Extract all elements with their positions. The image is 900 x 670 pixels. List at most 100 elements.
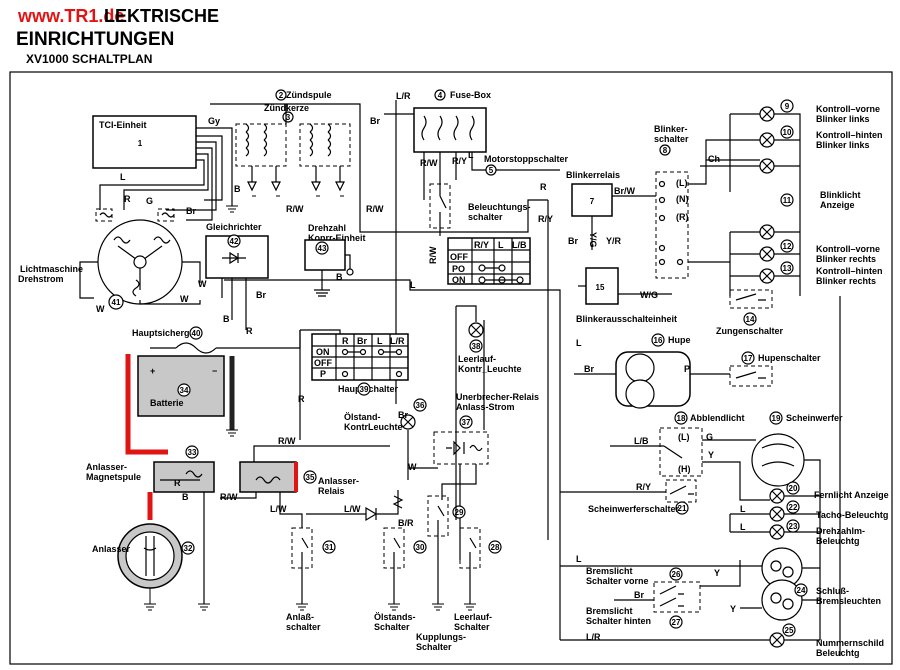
svg-text:L/R: L/R [396,91,411,101]
svg-text:Tacho-Beleuchtg: Tacho-Beleuchtg [816,510,888,520]
svg-text:R/W: R/W [278,436,296,446]
svg-text:R/W: R/W [366,204,384,214]
diagram-frame [9,71,893,665]
svg-text:R/Y: R/Y [452,156,467,166]
svg-text:22: 22 [789,503,798,512]
svg-text:Schluß-Bremsleuchten: Schluß-Bremsleuchten [816,586,881,606]
main-switch-table[interactable]: R Br L L/R ON OFF P Hauptschalter 39 R [298,329,409,440]
reed-switch: 14 Zungenschalter [716,289,784,336]
svg-text:25: 25 [785,626,794,635]
svg-text:Anlasser-Magnetspule: Anlasser-Magnetspule [86,462,141,482]
watermark: www.TR1.de [17,6,124,26]
svg-text:Br: Br [634,590,644,600]
svg-text:Hupe: Hupe [668,335,691,345]
svg-text:Y: Y [714,568,720,578]
turn-signal-switch[interactable]: Blinker-schalter 8 (L) (N) (R) [654,124,689,279]
svg-text:Br: Br [568,236,578,246]
svg-text:ON: ON [452,275,466,285]
svg-text:Anlasser: Anlasser [92,544,131,554]
svg-text:(L): (L) [678,432,690,442]
svg-text:R/W: R/W [428,246,438,264]
svg-text:42: 42 [230,237,239,246]
motor-stop-switch: 5 Motorstoppschalter Beleuchtungs-schalt… [428,154,569,264]
svg-text:33: 33 [188,448,197,457]
svg-text:L/R: L/R [390,336,405,346]
svg-text:41: 41 [112,298,121,307]
svg-text:L: L [498,240,504,250]
svg-text:20: 20 [789,484,798,493]
svg-text:W: W [408,462,417,472]
svg-text:R: R [298,394,305,404]
svg-text:TCI-Einheit: TCI-Einheit [99,120,147,130]
svg-text:40: 40 [192,329,201,338]
svg-text:19: 19 [772,414,781,423]
svg-text:L: L [740,504,746,514]
svg-text:L/W: L/W [270,504,287,514]
svg-text:Ölstand-KontrLeuchte: Ölstand-KontrLeuchte [344,412,403,432]
svg-text:Zungenschalter: Zungenschalter [716,326,784,336]
svg-text:9: 9 [785,102,790,111]
svg-text:(N): (N) [676,194,689,204]
svg-text:ON: ON [316,347,330,357]
svg-text:(R): (R) [676,212,689,222]
svg-text:Y/G: Y/G [588,232,598,248]
svg-text:23: 23 [789,522,798,531]
svg-text:P: P [320,369,326,379]
svg-text:Ölstands-Schalter: Ölstands-Schalter [374,612,416,632]
svg-text:18: 18 [677,414,686,423]
svg-text:31: 31 [325,543,334,552]
svg-text:B: B [182,492,189,502]
svg-text:L/B: L/B [634,436,649,446]
svg-text:Leerlauf-Schalter: Leerlauf-Schalter [454,612,492,632]
tci-unit: TCI-Einheit 1 Gy L R G Br B [92,115,241,221]
svg-text:L: L [576,554,582,564]
svg-text:Br: Br [186,206,196,216]
svg-text:Abblendlicht: Abblendlicht [690,413,745,423]
title-line2: EINRICHTUNGEN [16,29,174,50]
light-switch-table: R/Y L L/B OFF PO ON [447,237,531,285]
svg-text:34: 34 [180,386,189,395]
starter-solenoid: 33 Anlasser-Magnetspule R B [86,445,215,611]
svg-text:27: 27 [672,618,681,627]
svg-text:10: 10 [783,128,792,137]
svg-text:R/Y: R/Y [636,482,651,492]
main-fuse: Hauptsicherg 40 [132,326,301,354]
svg-text:17: 17 [744,354,753,363]
svg-text:11: 11 [783,196,792,205]
svg-text:R/W: R/W [420,158,438,168]
svg-text:8: 8 [663,146,668,155]
svg-text:W/G: W/G [640,290,658,300]
svg-text:Br/W: Br/W [614,186,636,196]
svg-text:OFF: OFF [314,358,332,368]
svg-text:R/W: R/W [220,492,238,502]
bus-l [224,279,561,640]
svg-text:4: 4 [438,91,443,100]
svg-text:2: 2 [279,91,284,100]
svg-text:26: 26 [672,570,681,579]
svg-text:Anlasser-Relais: Anlasser-Relais [318,476,359,496]
title-line1: LEKTRISCHE [104,6,219,26]
svg-text:16: 16 [654,336,663,345]
start-switch: 31 Anlaß-schalter [286,527,336,632]
svg-text:G: G [706,432,713,442]
dimmer-switch[interactable]: 18 Abblendlicht (L) (H) L/B G Y [610,411,770,501]
svg-text:Scheinwerferschalter: Scheinwerferschalter [588,504,680,514]
svg-text:Hupenschalter: Hupenschalter [758,353,821,363]
svg-text:Gy: Gy [208,116,220,126]
svg-text:B: B [336,272,343,282]
headlight: 19 Scheinwerfer [751,411,843,640]
svg-text:B/R: B/R [398,518,414,528]
svg-text:Br: Br [357,336,367,346]
